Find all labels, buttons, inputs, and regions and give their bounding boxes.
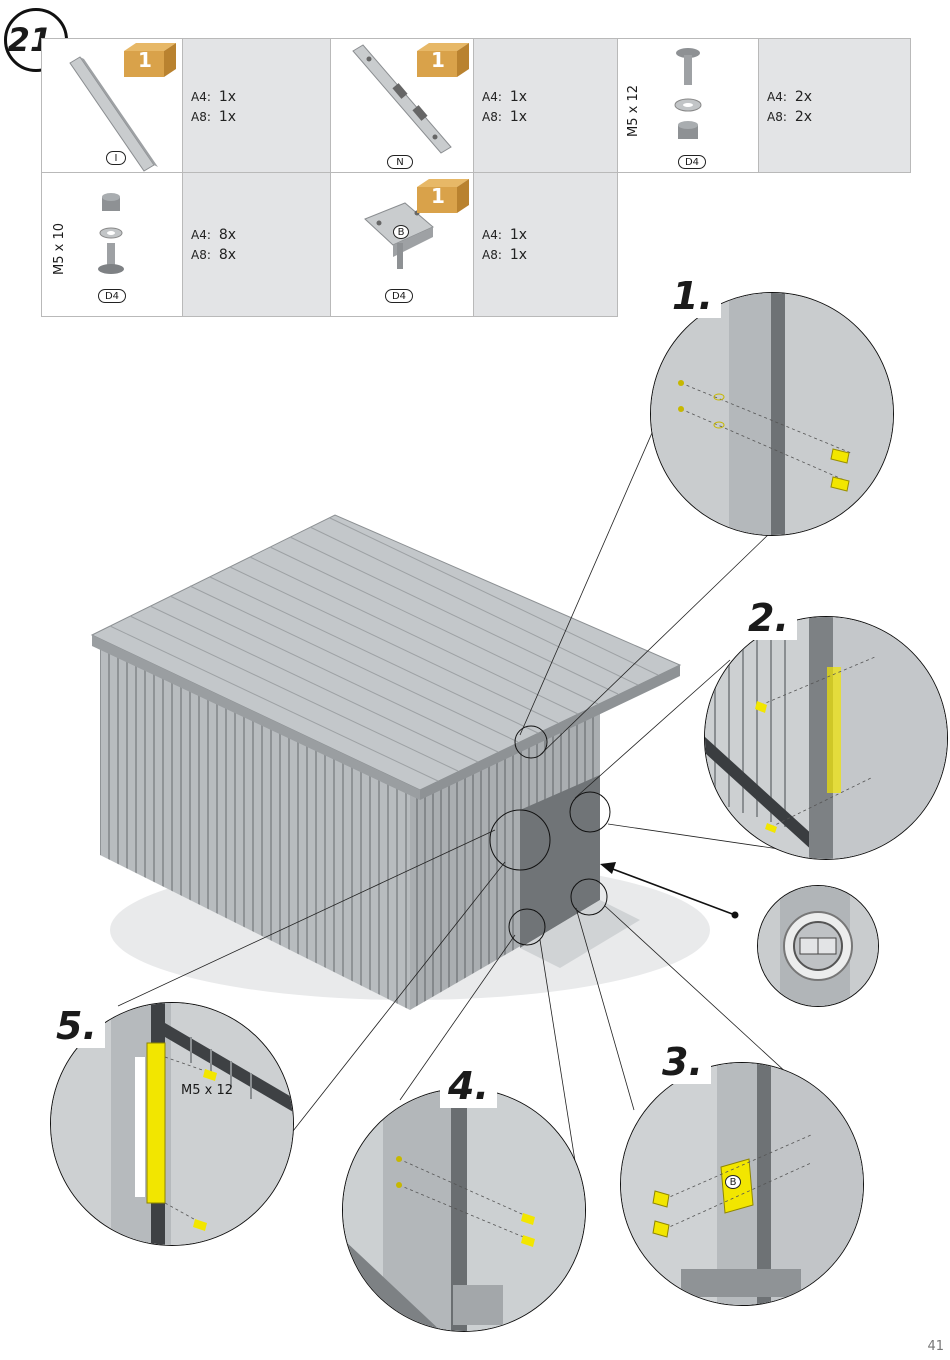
qty-line: A8:2x [767,109,813,125]
level-detail-circle [757,885,879,1007]
part-n-image-cell: 1 N [330,38,474,173]
box-count: 1 [431,48,445,72]
part-i-qty-cell: A4:1x A8:1x [182,38,331,173]
detail-3-circle: B [620,1062,864,1306]
strike-plate-icon [352,44,452,154]
part-label: D4 [98,289,126,303]
hinge-bracket-icon [364,202,434,269]
cardboard-box-icon: 1 [417,179,469,213]
detail-1-circle [650,292,894,536]
cardboard-box-icon: 1 [417,43,469,77]
detail-5-number: 5. [48,1004,105,1048]
part-label: D4 [385,289,413,303]
box-count: 1 [138,48,152,72]
box-count: 1 [431,184,445,208]
qty-line: A4:8x [191,227,237,243]
part-n-qty-cell: A4:1x A8:1x [473,38,618,173]
detail-4-circle [342,1088,586,1332]
detail-5-bolt-label: M5 x 12 [181,1083,233,1098]
detail-1-number: 1. [664,274,721,318]
qty-line: A8:8x [191,247,237,263]
detail-2-number: 2. [740,596,797,640]
part-bolt-10-qty-cell: A4:8x A8:8x [182,172,331,317]
qty-line: A4:1x [482,227,528,243]
detail-3-part-label: B [725,1175,741,1189]
qty-line: A8:1x [482,109,528,125]
page-number: 41 [927,1339,944,1354]
qty-line: A4:2x [767,89,813,105]
part-bolt-12-qty-cell: A4:2x A8:2x [758,38,911,173]
qty-line: A8:1x [191,109,237,125]
part-hinge-b-image-cell: B 1 D4 [330,172,474,317]
part-hinge-b-qty-cell: A4:1x A8:1x [473,172,618,317]
level-indicator-icon [758,886,878,1006]
detail-3-number: 3. [654,1040,711,1084]
part-label: N [387,155,413,169]
flat-bracket-icon [69,56,158,172]
qty-line: A8:1x [482,247,528,263]
detail-4-number: 4. [440,1064,497,1108]
qty-line: A4:1x [191,89,237,105]
bolt-washer-nut-icon [674,48,702,139]
cardboard-box-icon: 1 [124,43,176,77]
part-label: D4 [678,155,706,169]
part-inner-label: B [393,225,409,239]
detail-2-circle [704,616,948,860]
part-label: I [106,151,126,165]
qty-line: A4:1x [482,89,528,105]
bolt-washer-nut-icon [98,193,124,274]
